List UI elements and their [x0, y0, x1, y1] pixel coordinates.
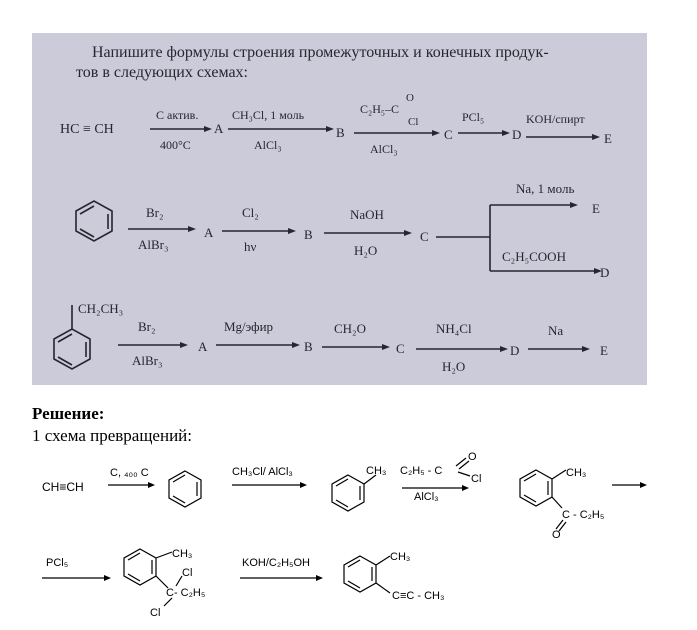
s3-h2o: H₂O — [442, 359, 465, 374]
s1-a: A — [214, 121, 224, 136]
s3-br2: Br₂ — [138, 319, 156, 334]
sol-acyl-cl: Cl — [471, 473, 481, 485]
s1-alcl3-2: AlCl₃ — [370, 142, 398, 156]
textbook-photo-drawing: Напишите формулы строения промежуточных … — [53, 44, 612, 374]
sol-alkyne-ring — [343, 555, 377, 593]
s2-naoh: NaOH — [350, 207, 384, 222]
s2-br2: Br₂ — [146, 205, 164, 220]
s1-arrow-2-head — [326, 126, 334, 132]
s2-hv: hν — [244, 239, 257, 254]
s1-arrow-5-head — [592, 134, 600, 140]
s1-arrow-3-head — [432, 130, 440, 136]
s3-b: B — [304, 339, 313, 354]
s3-albr3: AlBr₃ — [132, 353, 163, 368]
s3-ch2ch3: CH₂CH₃ — [78, 301, 123, 316]
s1-e: E — [604, 131, 612, 146]
sol-dichloro-cl-1: Cl — [182, 567, 192, 579]
photo-scheme-2: Br₂ AlBr₃ A Cl₂ hν B NaOH H₂O C Na, 1 мо… — [75, 181, 609, 280]
s2-na1: Na, 1 моль — [516, 181, 574, 196]
s1-c-activ: C актив. — [156, 108, 198, 122]
sol-ketone-ring — [519, 469, 553, 507]
sol-ketone: C - C₂H₅ — [562, 509, 604, 521]
s1-d: D — [512, 127, 521, 142]
task-line-2: тов в следующих схемах: — [76, 64, 248, 81]
sol-alkyne: C≡C - CH₃ — [392, 590, 444, 602]
photo-scheme-1: HC ≡ CH C актив. 400°C A CH₃Cl, 1 моль A… — [60, 92, 612, 156]
s1-arrow-4-head — [502, 130, 510, 136]
sol-chch: CH≡CH — [42, 480, 84, 494]
sol-dichloro-ring — [123, 548, 157, 586]
s3-d: D — [510, 343, 519, 358]
s1-arrow-1-head — [204, 126, 212, 132]
s1-b: B — [336, 125, 345, 140]
s2-b: B — [304, 227, 313, 242]
sol-ch3-4: CH₃ — [390, 551, 410, 563]
s3-ch2o: CH₂O — [334, 321, 366, 336]
s3-mg: Mg/эфир — [224, 319, 273, 334]
s1-ch3cl: CH₃Cl, 1 моль — [232, 108, 305, 122]
s2-albr3: AlBr₃ — [138, 237, 169, 252]
s2-h2o: H₂O — [354, 243, 377, 258]
s1-acyl-cl: Cl — [408, 116, 418, 128]
s1-acyl: C₂H₅–C — [360, 102, 399, 116]
solution-scheme-label: 1 схема превращений: — [32, 426, 192, 445]
sol-acyl: C₂H₅ - C — [400, 465, 442, 477]
s2-benzene-ring — [75, 200, 113, 242]
s3-na: Na — [548, 323, 563, 338]
s1-start: HC ≡ CH — [60, 122, 114, 137]
s1-koh: KOH/спирт — [526, 112, 585, 126]
sol-ketone-o: O — [552, 529, 561, 541]
sol-alcl3: AlCl₃ — [414, 491, 439, 503]
sol-toluene-ring — [331, 474, 365, 512]
s1-acyl-o: O — [406, 92, 414, 104]
sol-ch3-3: CH₃ — [172, 548, 192, 560]
s2-cl2: Cl₂ — [242, 205, 259, 220]
s3-nh4cl: NH₄Cl — [436, 321, 472, 336]
s3-c: C — [396, 341, 405, 356]
s2-a: A — [204, 225, 214, 240]
s1-t400: 400°C — [160, 138, 191, 152]
photo-scheme-3: CH₂CH₃ Br₂ AlBr₃ A Mg/эфир B CH₂O C NH₄C… — [53, 301, 608, 374]
sol-acyl-o: O — [468, 451, 477, 463]
sol-ch3-2: CH₃ — [566, 467, 586, 479]
s3-benzene-ring — [53, 328, 91, 370]
sol-benzene-ring — [168, 470, 202, 508]
sol-ch3-1: CH₃ — [366, 465, 386, 477]
sol-koh: KOH/C₂H₅OH — [242, 557, 310, 569]
s2-e: E — [592, 201, 600, 216]
s1-c: C — [444, 127, 453, 142]
sol-dichloro-cl-2: Cl — [150, 607, 160, 619]
s2-d: D — [600, 265, 609, 280]
textbook-photo: Напишите формулы строения промежуточных … — [32, 33, 647, 385]
sol-c400: C, ₄₀₀ C — [110, 467, 149, 479]
s3-a: A — [198, 339, 208, 354]
sol-pcl5: PCl₅ — [46, 557, 68, 569]
s1-alcl3-1: AlCl₃ — [254, 138, 282, 152]
sol-dichloro: C- C₂H₅ — [166, 587, 205, 599]
s2-c2h5cooh: C₂H₅COOH — [502, 249, 566, 264]
s2-c: C — [420, 229, 429, 244]
task-line-1: Напишите формулы строения промежуточных … — [92, 44, 549, 61]
s3-e: E — [600, 343, 608, 358]
s1-pcl5: PCl₅ — [462, 110, 484, 124]
solution-title: Решение: — [32, 404, 105, 423]
sol-ch3cl-alcl3: CH₃Cl/ AlCl₃ — [232, 466, 293, 478]
